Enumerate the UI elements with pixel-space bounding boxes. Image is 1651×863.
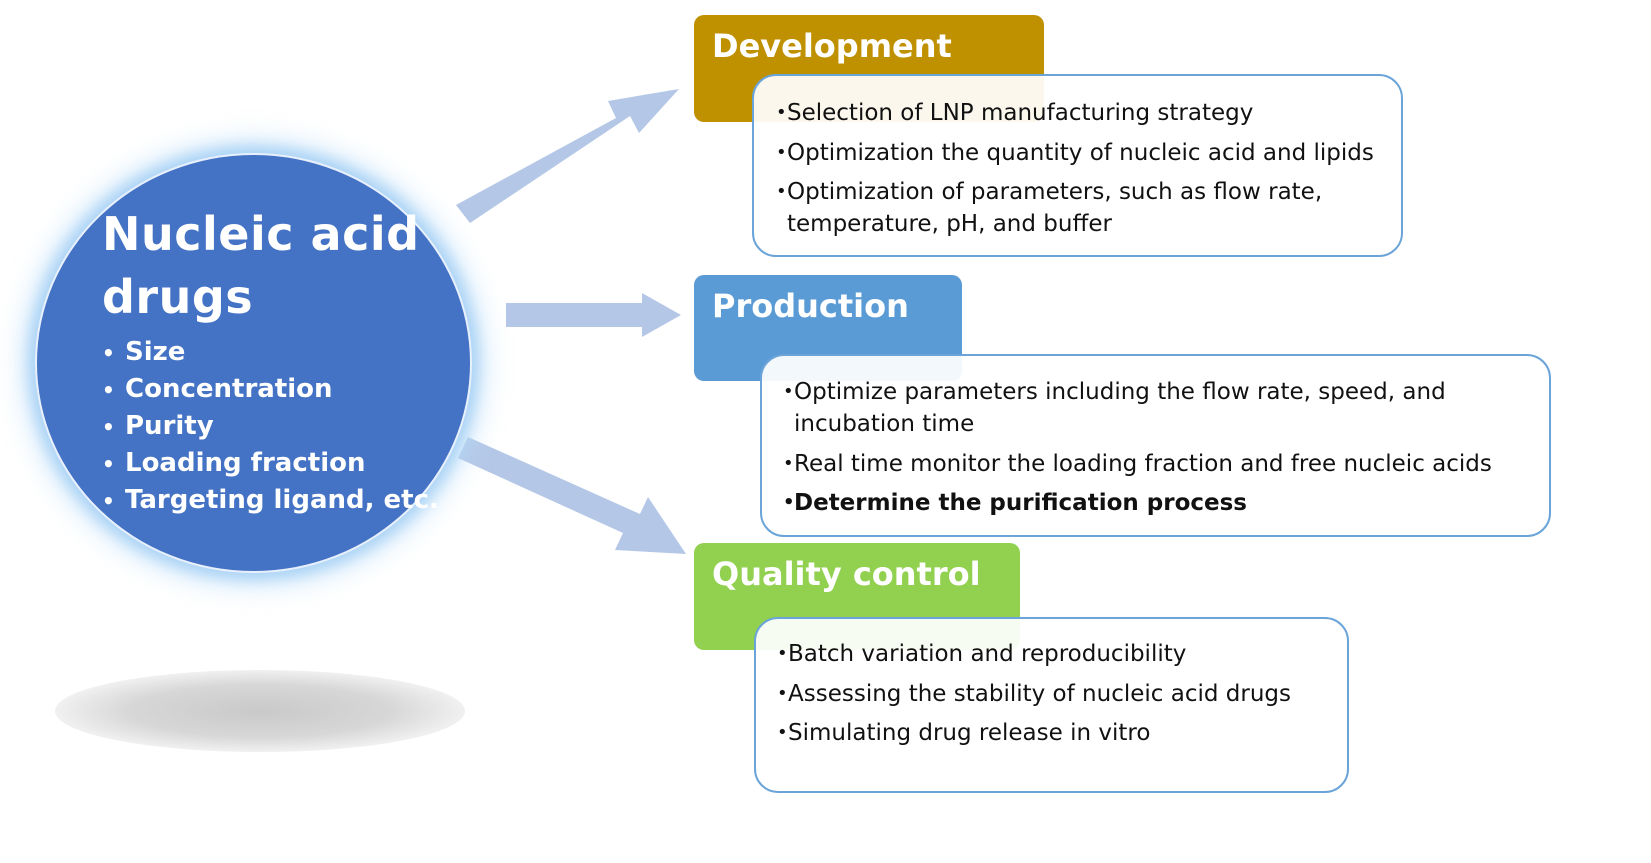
center-bullet: • Concentration (102, 371, 439, 408)
development-item-line: Selection of LNP manufacturing strategy (787, 100, 1254, 126)
development-item-line: Optimization of parameters, such as flow… (787, 179, 1323, 205)
production-item-line: Real time monitor the loading fraction a… (794, 451, 1492, 477)
arrow-to-development (456, 89, 679, 223)
development-item-line: Optimization the quantity of nucleic aci… (787, 140, 1374, 166)
center-title: Nucleic acid drugs (102, 203, 462, 329)
bullet-dot: • (777, 722, 788, 743)
bullet-dot: • (776, 181, 787, 202)
center-bullet: • Loading fraction (102, 445, 439, 482)
bullet-dot: • (777, 643, 788, 664)
production-item-line: Optimize parameters including the flow r… (794, 379, 1446, 405)
center-title-line: Nucleic acid (102, 207, 420, 261)
bullet-dot: • (776, 142, 787, 163)
bullet-dot: • (783, 381, 794, 402)
quality-control-item: • Batch variation and reproducibility (777, 638, 1186, 670)
center-circle (35, 153, 472, 573)
center-bullet: • Purity (102, 408, 439, 445)
bullet-dot: • (102, 341, 115, 365)
development-item-line: temperature, pH, and buffer (787, 211, 1112, 237)
bullet-dot: • (102, 452, 115, 476)
center-bullet-text: Purity (125, 411, 214, 441)
quality-control-box (754, 617, 1349, 793)
production-box (760, 354, 1551, 537)
center-bullet-text: Size (125, 337, 186, 367)
production-item: • Determine the purification process (783, 487, 1247, 519)
bullet-dot: • (783, 492, 795, 513)
center-bullet-text: Loading fraction (125, 448, 366, 478)
quality-control-item: • Simulating drug release in vitro (777, 717, 1150, 749)
development-item: • Selection of LNP manufacturing strateg… (776, 97, 1253, 129)
bullet-dot: • (102, 415, 115, 439)
quality-control-item-line: Assessing the stability of nucleic acid … (788, 681, 1291, 707)
circle-shadow (55, 670, 465, 752)
quality-control-item: • Assessing the stability of nucleic aci… (777, 678, 1291, 710)
bullet-dot: • (783, 453, 794, 474)
center-bullet: • Targeting ligand, etc. (102, 482, 439, 519)
production-item-line: Determine the purification process (794, 490, 1247, 516)
center-bullet-text: Targeting ligand, etc. (125, 485, 439, 515)
bullet-dot: • (102, 378, 115, 402)
center-title-line: drugs (102, 270, 254, 324)
development-box (752, 74, 1403, 257)
development-item: • Optimization the quantity of nucleic a… (776, 137, 1374, 169)
development-item: • Optimization of parameters, such as fl… (776, 176, 1322, 240)
arrow-to-quality-control (458, 437, 686, 554)
production-item: • Optimize parameters including the flow… (783, 376, 1446, 440)
production-item-line: incubation time (794, 411, 975, 437)
quality-control-item-line: Simulating drug release in vitro (788, 720, 1151, 746)
bullet-dot: • (102, 489, 115, 513)
center-bullet-text: Concentration (125, 374, 333, 404)
bullet-dot: • (776, 102, 787, 123)
center-bullet: • Size (102, 334, 439, 371)
center-bullet-list: • Size • Concentration • Purity • Loading fr… (102, 334, 439, 519)
production-item: • Real time monitor the loading fraction… (783, 448, 1492, 480)
bullet-dot: • (777, 683, 788, 704)
arrow-to-production (506, 293, 681, 337)
quality-control-item-line: Batch variation and reproducibility (788, 641, 1187, 667)
